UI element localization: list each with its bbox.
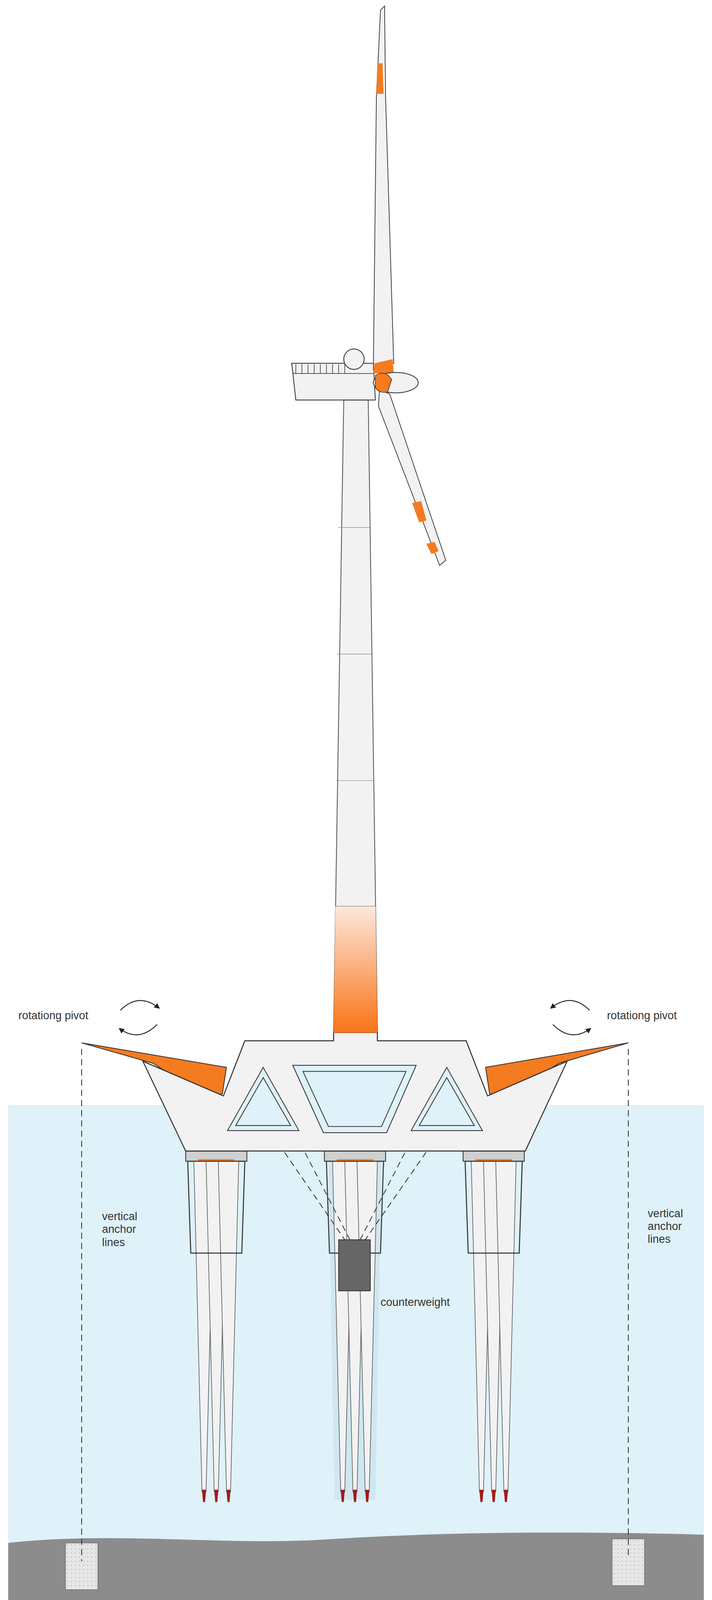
leg-tip	[503, 1489, 508, 1502]
blade	[378, 389, 446, 566]
column	[326, 1160, 384, 1253]
pivot-label: rotationg pivot	[18, 1008, 89, 1022]
anchor-line	[627, 1048, 629, 1559]
sensor	[343, 348, 365, 369]
leg-tip	[340, 1489, 345, 1502]
pivot-label: rotationg pivot	[606, 1008, 677, 1022]
blade-mark	[412, 500, 427, 523]
column	[187, 1160, 245, 1253]
anchor-label: vertical anchor lines	[101, 1209, 156, 1248]
leg-tip	[365, 1489, 370, 1502]
column	[465, 1160, 523, 1253]
leg-tip	[214, 1489, 219, 1502]
leg-tip	[226, 1489, 231, 1502]
leg-tip	[202, 1489, 207, 1502]
nacelle	[291, 363, 376, 400]
tower-segments	[335, 527, 376, 906]
leg	[218, 1160, 239, 1492]
blade-mark	[376, 63, 384, 94]
blade-root	[375, 373, 393, 393]
hub	[373, 372, 419, 393]
leg	[357, 1160, 378, 1492]
counterweight-label: counterweight	[380, 1295, 450, 1309]
leg-tip	[479, 1489, 484, 1502]
blade	[373, 6, 394, 370]
tower	[333, 399, 378, 1033]
water	[8, 1104, 704, 1600]
blade-root	[373, 359, 394, 374]
leg-tip	[352, 1489, 358, 1502]
nacelle-vents	[296, 364, 346, 374]
tower-base	[333, 905, 378, 1033]
seabed	[8, 1532, 704, 1600]
leg	[495, 1160, 516, 1492]
anchor-pile	[611, 1538, 645, 1586]
counterweight-shade	[328, 1160, 382, 1500]
leg-tip	[491, 1489, 496, 1502]
blade-mark	[426, 541, 439, 555]
counterweight	[338, 1239, 371, 1291]
anchor-label: vertical anchor lines	[647, 1206, 702, 1246]
platform	[142, 1031, 567, 1151]
legs	[185, 1150, 525, 1502]
anchor-line	[81, 1048, 83, 1561]
platform-openings	[227, 1064, 483, 1133]
